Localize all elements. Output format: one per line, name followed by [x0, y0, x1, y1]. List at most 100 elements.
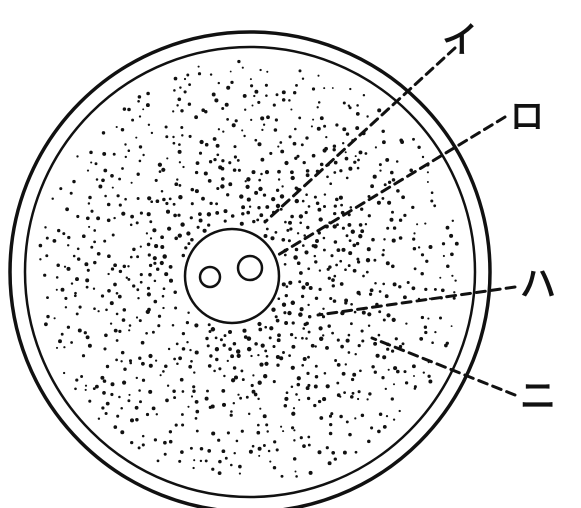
cytoplasm-granule: [451, 325, 453, 327]
cytoplasm-granule: [424, 331, 427, 334]
cytoplasm-granule: [62, 232, 65, 235]
cytoplasm-granule: [378, 310, 381, 313]
cytoplasm-granule: [273, 380, 276, 383]
cytoplasm-granule: [162, 198, 166, 202]
cytoplasm-granule: [89, 151, 93, 155]
cytoplasm-granule: [344, 268, 347, 271]
cytoplasm-granule: [158, 315, 161, 318]
cytoplasm-granule: [263, 193, 266, 196]
cytoplasm-granule: [252, 170, 256, 174]
cytoplasm-granule: [63, 346, 65, 348]
leader-line-i: [265, 48, 455, 222]
cytoplasm-granule: [264, 349, 267, 352]
cytoplasm-granule: [265, 170, 269, 174]
cytoplasm-granule: [281, 238, 285, 242]
cytoplasm-granule: [233, 402, 235, 404]
cytoplasm-granule: [222, 449, 226, 453]
cytoplasm-granule: [433, 204, 436, 207]
cytoplasm-granule: [168, 348, 170, 350]
cytoplasm-granule: [295, 248, 299, 252]
cytoplasm-granule: [339, 260, 342, 263]
cytoplasm-granule: [154, 280, 157, 283]
cytoplasm-granule: [331, 451, 335, 455]
cytoplasm-granule: [326, 446, 329, 449]
cytoplasm-granule: [215, 202, 218, 205]
cytoplasm-granule: [131, 182, 133, 184]
cytoplasm-granule: [113, 283, 117, 287]
cytoplasm-granule: [209, 354, 212, 357]
cytoplasm-granule: [271, 197, 275, 201]
cytoplasm-granule: [200, 447, 204, 451]
cytoplasm-granule: [75, 277, 79, 281]
cytoplasm-granule: [221, 159, 224, 162]
cytoplasm-granule: [121, 167, 124, 170]
cytoplasm-granule: [121, 212, 125, 216]
cytoplasm-granule: [290, 170, 294, 174]
cytoplasm-granule: [177, 214, 180, 217]
cytoplasm-granule: [343, 451, 347, 455]
cytoplasm-granule: [221, 167, 225, 171]
cytoplasm-granule: [301, 364, 304, 367]
cytoplasm-granule: [358, 390, 361, 393]
cytoplasm-granule: [293, 91, 296, 94]
cytoplasm-granule: [61, 288, 65, 292]
cytoplasm-granule: [44, 322, 48, 326]
cytoplasm-granule: [178, 150, 182, 154]
cytoplasm-granule: [160, 235, 164, 239]
cytoplasm-granule: [135, 137, 137, 139]
cytoplasm-granule: [130, 256, 133, 259]
cytoplasm-granule: [282, 90, 286, 94]
cytoplasm-granule: [145, 332, 148, 335]
cytoplasm-granule: [233, 452, 235, 454]
cytoplasm-granule: [277, 170, 281, 174]
cytoplasm-granule: [314, 260, 317, 263]
cytoplasm-granule: [353, 269, 357, 273]
cytoplasm-granule: [56, 276, 59, 279]
cytoplasm-granule: [173, 203, 176, 206]
cytoplasm-granule: [346, 339, 350, 343]
cytoplasm-granule: [95, 162, 98, 165]
cytoplasm-granule: [266, 355, 269, 358]
cytoplasm-granule: [261, 344, 265, 348]
cytoplasm-granule: [307, 436, 310, 439]
cytoplasm-granule: [301, 143, 304, 146]
label-ni: ニ: [520, 376, 556, 417]
cytoplasm-granule: [257, 398, 259, 400]
cytoplasm-granule: [208, 364, 212, 368]
cytoplasm-granule: [306, 226, 309, 229]
cytoplasm-granule: [334, 161, 338, 165]
cytoplasm-granule: [169, 198, 172, 201]
cytoplasm-granule: [422, 156, 424, 158]
nucleus: [185, 229, 279, 323]
cytoplasm-granule: [367, 247, 371, 251]
cytoplasm-granule: [291, 301, 296, 306]
cytoplasm-granule: [198, 66, 200, 68]
cytoplasm-granule: [43, 274, 46, 277]
cytoplasm-granule: [275, 315, 278, 318]
cytoplasm-granule: [137, 100, 140, 103]
cytoplasm-granule: [163, 441, 167, 445]
cytoplasm-granule: [386, 415, 388, 417]
cytoplasm-granule: [377, 201, 381, 205]
cytoplasm-granule: [318, 326, 322, 330]
cytoplasm-granule: [405, 322, 407, 324]
cytoplasm-granule: [413, 247, 416, 250]
cytoplasm-granule: [346, 177, 349, 180]
cytoplasm-granule: [213, 370, 216, 373]
cytoplasm-granule: [141, 341, 145, 345]
cytoplasm-granule: [346, 132, 349, 135]
cytoplasm-granule: [279, 141, 282, 144]
cytoplasm-granule: [147, 243, 151, 247]
cytoplasm-granule: [227, 431, 230, 434]
cytoplasm-granule: [239, 397, 242, 400]
cytoplasm-granule: [383, 238, 385, 240]
cytoplasm-granule: [107, 203, 111, 207]
cytoplasm-granule: [308, 315, 311, 318]
cytoplasm-granule: [340, 282, 344, 286]
cytoplasm-granule: [259, 408, 261, 410]
cytoplasm-granule: [191, 395, 193, 397]
cytoplasm-granule: [284, 254, 287, 257]
cytoplasm-granule: [161, 190, 164, 193]
cytoplasm-granule: [218, 82, 220, 84]
cytoplasm-granule: [427, 318, 429, 320]
